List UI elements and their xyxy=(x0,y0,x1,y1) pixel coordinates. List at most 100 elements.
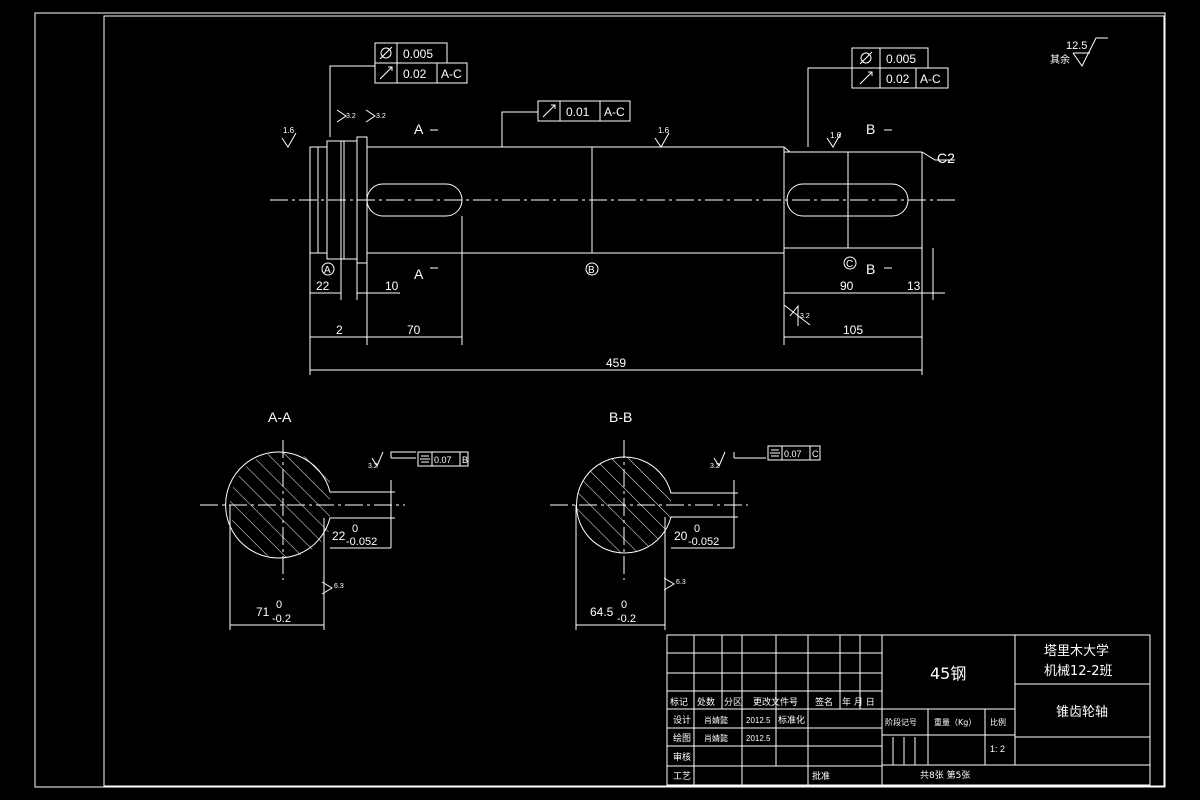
review-label: 审核 xyxy=(673,751,691,763)
section-bb-title: B-B xyxy=(609,409,632,425)
svg-text:-0.2: -0.2 xyxy=(617,613,636,625)
design-date: 2012.5 xyxy=(746,716,771,725)
standardize-label: 标准化 xyxy=(778,714,805,726)
approve-label: 批准 xyxy=(812,770,830,782)
svg-text:0: 0 xyxy=(276,599,282,611)
dimension-105: 105 xyxy=(843,323,863,337)
dimension-2: 2 xyxy=(336,323,343,337)
roughness-marks xyxy=(281,109,842,326)
dimension-22: 22 xyxy=(316,279,330,293)
svg-text:0.07: 0.07 xyxy=(434,455,452,465)
part-name-label: 锥齿轮轴 xyxy=(1056,705,1108,720)
section-label-a-bottom: A xyxy=(414,266,424,282)
title-block xyxy=(666,634,1151,786)
roughness-value: 3.2 xyxy=(346,113,356,120)
tolerance-frame-middle: 0.01 A-C xyxy=(537,100,631,122)
school-label: 塔里木大学 xyxy=(1044,643,1109,659)
header-cell: 分区 xyxy=(724,697,742,708)
section-label-a-top: A xyxy=(414,121,424,137)
dimension-90: 90 xyxy=(840,279,854,293)
weight-label: 重量（Kg） xyxy=(934,717,976,727)
section-aa-depth-dimension: 71 0 -0.2 xyxy=(256,599,291,625)
svg-text:64.5: 64.5 xyxy=(590,605,614,619)
svg-text:0.005: 0.005 xyxy=(886,52,916,66)
section-aa-key-width-dimension: 22 0 -0.052 xyxy=(330,523,391,549)
svg-text:C: C xyxy=(812,449,819,459)
dimension-13: 13 xyxy=(907,279,921,293)
sheet-count: 共8张 第5张 xyxy=(920,769,970,781)
drawing-name: 肖婧懿 xyxy=(704,733,728,743)
scale-label: 比例 xyxy=(990,717,1006,727)
header-cell: 处数 xyxy=(697,696,715,708)
dimension-10: 10 xyxy=(385,279,399,293)
svg-text:71: 71 xyxy=(256,605,270,619)
outer-border xyxy=(34,12,1166,788)
svg-text:A-C: A-C xyxy=(604,105,625,119)
design-name: 肖婧懿 xyxy=(704,715,728,725)
design-label: 设计 xyxy=(673,714,691,726)
drawing-label: 绘图 xyxy=(673,732,691,744)
svg-text:0: 0 xyxy=(621,599,627,611)
datum-a: A xyxy=(321,262,335,276)
tolerance-frame-right: 0.005 0.02 A-C xyxy=(851,47,949,89)
process-label: 工艺 xyxy=(673,771,691,782)
section-label-b-bottom: B xyxy=(866,261,875,277)
svg-text:22: 22 xyxy=(332,529,346,543)
section-aa-tolerance-frame: 0.07 B xyxy=(417,451,469,467)
circularity-icon xyxy=(379,46,393,60)
circularity-icon xyxy=(859,51,873,65)
default-roughness: 其余 12.5 xyxy=(1050,37,1108,67)
stage-label: 阶段记号 xyxy=(885,717,917,727)
svg-text:A-C: A-C xyxy=(920,72,941,86)
svg-text:B: B xyxy=(588,265,595,276)
section-aa-roughness-bottom: 6.3 xyxy=(334,583,344,590)
header-cell: 更改文件号 xyxy=(753,696,798,708)
symmetry-icon xyxy=(420,455,430,463)
svg-text:-0.052: -0.052 xyxy=(346,536,377,548)
roughness-value: 3.2 xyxy=(376,113,386,120)
inner-border xyxy=(103,15,1165,787)
svg-text:0.01: 0.01 xyxy=(566,105,590,119)
svg-text:20: 20 xyxy=(674,529,688,543)
svg-text:C: C xyxy=(846,259,853,270)
datum-b: B xyxy=(585,262,599,276)
svg-text:0: 0 xyxy=(352,523,358,535)
header-cell: 标记 xyxy=(670,696,688,708)
tolerance-frame-left: 0.005 0.02 A-C xyxy=(374,42,468,84)
svg-text:A-C: A-C xyxy=(441,67,462,81)
chamfer-label: C2 xyxy=(937,150,955,166)
roughness-value: 1.6 xyxy=(283,126,295,135)
roughness-value: 1.6 xyxy=(658,126,670,135)
datum-c: C xyxy=(843,256,857,270)
section-bb-view xyxy=(550,440,766,630)
svg-text:A: A xyxy=(324,265,331,276)
shaft-main-view xyxy=(270,65,955,375)
svg-text:0.02: 0.02 xyxy=(403,67,427,81)
svg-text:-0.052: -0.052 xyxy=(688,536,719,548)
svg-text:-0.2: -0.2 xyxy=(272,613,291,625)
scale-value: 1: 2 xyxy=(990,744,1005,754)
class-label: 机械12-2班 xyxy=(1044,664,1113,679)
header-cell: 签名 xyxy=(815,696,833,708)
section-aa-roughness-side: 3.2 xyxy=(368,463,378,470)
dimension-70: 70 xyxy=(407,323,421,337)
runout-icon xyxy=(379,66,393,80)
section-aa-view xyxy=(200,440,416,630)
section-bb-tolerance-frame: 0.07 C xyxy=(767,445,821,461)
svg-text:0.005: 0.005 xyxy=(403,47,433,61)
drawing-date: 2012.5 xyxy=(746,734,771,743)
section-label-b-top: B xyxy=(866,121,875,137)
svg-text:0: 0 xyxy=(694,523,700,535)
header-cell: 年 月 日 xyxy=(842,696,875,708)
section-aa-title: A-A xyxy=(268,409,292,425)
svg-text:0.02: 0.02 xyxy=(886,72,910,86)
roughness-value: 1.6 xyxy=(830,131,842,140)
dimension-459: 459 xyxy=(606,356,626,370)
runout-icon xyxy=(859,71,873,85)
section-bb-roughness-bottom: 6.3 xyxy=(676,579,686,586)
runout-icon xyxy=(542,104,556,118)
material-label: 45钢 xyxy=(930,664,966,683)
section-bb-roughness-side: 3.2 xyxy=(710,463,720,470)
roughness-value: 3.2 xyxy=(800,313,810,320)
